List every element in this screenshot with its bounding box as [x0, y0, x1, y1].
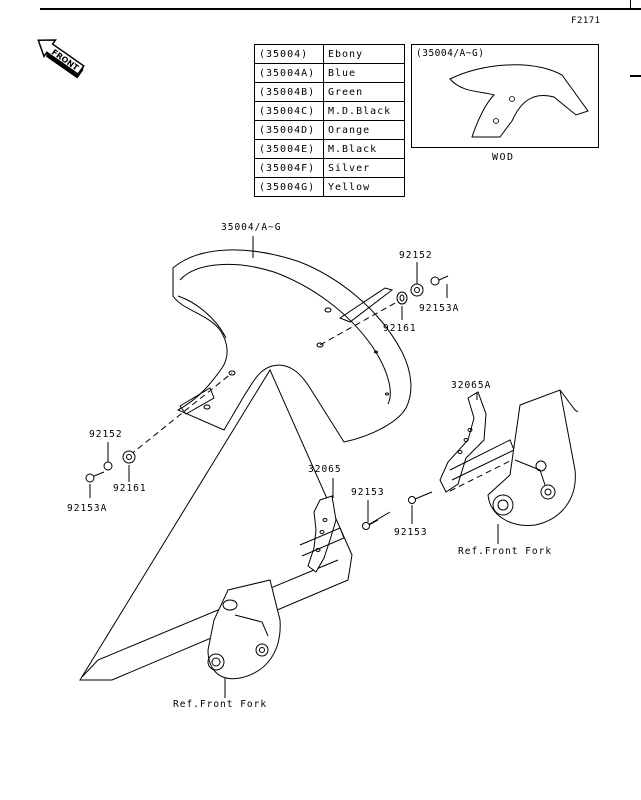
color-table-row: (35004F)Silver: [254, 158, 405, 178]
part-label-bolt-left: 92153A: [67, 503, 108, 514]
collar-92161-left: [122, 450, 136, 464]
wod-label: WOD: [492, 152, 515, 163]
bolt-92153-right: [408, 491, 433, 504]
part-label-bolt-bracket-left: 92153: [351, 487, 385, 498]
wod-inset-title: (35004/A~G): [416, 48, 485, 59]
part-label-collar-upper: 92161: [383, 323, 417, 334]
part-label-bracket-left: 32065: [308, 464, 342, 475]
front-fork-right: [487, 389, 576, 526]
part-label-grommet-left: 92152: [89, 429, 123, 440]
page-frame-corner: [630, 0, 641, 10]
color-table-row: (35004A)Blue: [254, 63, 405, 83]
color-variant-table: (35004)Ebony(35004A)Blue(35004B)Green(35…: [254, 44, 405, 197]
wod-inset-box: (35004/A~G): [411, 44, 599, 148]
color-table-row: (35004C)M.D.Black: [254, 101, 405, 121]
figure-code: F2171: [571, 16, 601, 26]
ref-label-fork-right: Ref.Front Fork: [458, 546, 553, 557]
color-table-row: (35004G)Yellow: [254, 177, 405, 197]
part-label-collar-left: 92161: [113, 483, 147, 494]
part-label-bolt-upper: 92153A: [419, 303, 460, 314]
page-side-tick: [630, 75, 641, 77]
bolt-92153a-upper: [430, 275, 449, 286]
wod-fender-sketch: [449, 64, 589, 138]
grommet-92152-upper: [410, 283, 424, 297]
part-label-bolt-bracket-right: 92153: [394, 527, 428, 538]
front-fork-left: [207, 579, 281, 680]
part-label-fender: 35004/A~G: [221, 222, 282, 233]
bracket-32065a: [439, 391, 487, 493]
color-name-cell: Yellow: [323, 177, 405, 197]
color-table-row: (35004B)Green: [254, 82, 405, 102]
page-frame-top-line: [40, 8, 641, 10]
color-table-row: (35004D)Orange: [254, 120, 405, 140]
front-fender-part: [172, 249, 412, 443]
bolt-92153-left: [362, 519, 379, 530]
bolt-92153a-left: [85, 471, 105, 483]
grommet-92152-left: [103, 461, 113, 471]
part-label-grommet-upper: 92152: [399, 250, 433, 261]
ref-label-fork-left: Ref.Front Fork: [173, 699, 268, 710]
part-label-bracket-right: 32065A: [451, 380, 492, 391]
collar-92161-upper: [396, 291, 408, 305]
